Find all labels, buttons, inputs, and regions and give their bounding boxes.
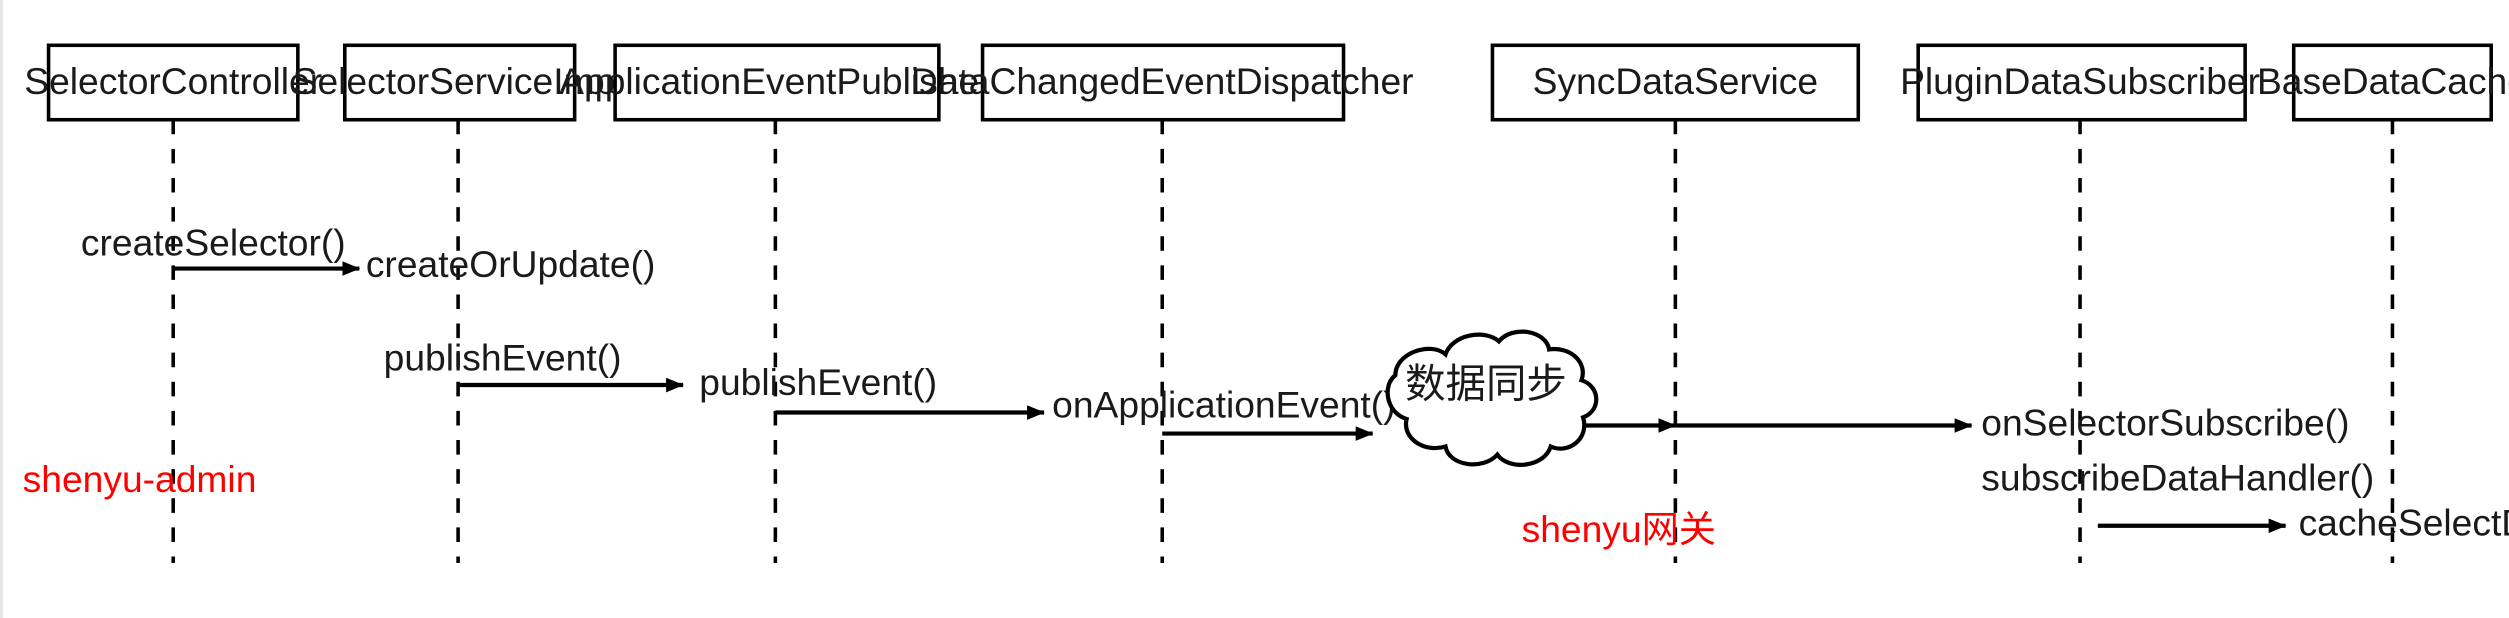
participant-label-sync-data-service: SyncDataService <box>1533 60 1818 102</box>
message-label-subscribe-data-handler: subscribeDataHandler() <box>1981 456 2374 498</box>
message-label-create-selector: createSelector() <box>81 222 346 264</box>
message-subscribe-data-handler: subscribeDataHandler() <box>1981 456 2374 498</box>
participant-box-data-changed-event-dispatcher <box>980 43 1346 122</box>
participant-application-event-publisher[interactable]: ApplicationEventPublisher <box>559 43 992 122</box>
message-on-application-event: onApplicationEvent() <box>1052 384 1396 441</box>
data-sync-cloud: 数据同步 <box>1385 329 1599 467</box>
participant-label-selector-service-impl: SelectorServiceImpl <box>293 60 624 102</box>
cloud-label: 数据同步 <box>1405 360 1567 406</box>
participant-box-application-event-publisher <box>613 43 941 122</box>
participant-box-base-data-cache <box>2291 43 2493 122</box>
participant-selector-controller[interactable]: SelectorController <box>24 43 322 122</box>
message-on-selector-subscribe: onSelectorSubscribe() <box>1675 401 2349 443</box>
participant-label-application-event-publisher: ApplicationEventPublisher <box>559 60 991 102</box>
participant-plugin-data-subscriber[interactable]: PluginDataSubscriber <box>1900 43 2260 122</box>
message-label-on-application-event: onApplicationEvent() <box>1052 384 1395 426</box>
message-label-publish-event-2: publishEvent() <box>699 361 937 403</box>
message-cache-select-data: cacheSelectData() <box>2097 502 2509 544</box>
participant-label-selector-controller: SelectorController <box>24 60 322 102</box>
zone-label-shenyu-admin: shenyu-admin <box>23 458 257 500</box>
message-create-or-update: createOrUpdate() <box>173 243 655 285</box>
participant-box-plugin-data-subscriber <box>1916 43 2247 122</box>
participant-data-changed-event-dispatcher[interactable]: DataChangedEventDispatcher <box>911 43 1414 122</box>
participant-box-sync-data-service <box>1490 43 1861 122</box>
participant-label-base-data-cache: BaseDataCache <box>2257 60 2509 102</box>
left-border-accent <box>0 0 3 618</box>
participant-box-selector-controller <box>46 43 300 122</box>
zone-label-shenyu-gateway: shenyu网关 <box>1522 508 1716 550</box>
participant-box-selector-service-impl <box>343 43 577 122</box>
message-label-create-or-update: createOrUpdate() <box>366 243 656 285</box>
cloud-shape <box>1385 329 1599 467</box>
message-label-cache-select-data: cacheSelectData() <box>2299 502 2509 544</box>
message-label-publish-event-1: publishEvent() <box>384 337 622 379</box>
participant-boxes-group: SelectorControllerSelectorServiceImplApp… <box>24 43 2509 122</box>
participant-selector-service-impl[interactable]: SelectorServiceImpl <box>293 43 624 122</box>
messages-group: createSelector() createOrUpdate() publishE… <box>81 222 2509 544</box>
message-publish-event-2: publishEvent() <box>699 361 1045 420</box>
participant-label-plugin-data-subscriber: PluginDataSubscriber <box>1900 60 2260 102</box>
participant-sync-data-service[interactable]: SyncDataService <box>1490 43 1861 122</box>
message-label-on-selector-subscribe: onSelectorSubscribe() <box>1981 401 2349 443</box>
message-create-selector: createSelector() <box>81 222 346 264</box>
participant-label-data-changed-event-dispatcher: DataChangedEventDispatcher <box>911 60 1414 102</box>
message-publish-event-1: publishEvent() <box>384 337 684 393</box>
participant-base-data-cache[interactable]: BaseDataCache <box>2257 43 2509 122</box>
